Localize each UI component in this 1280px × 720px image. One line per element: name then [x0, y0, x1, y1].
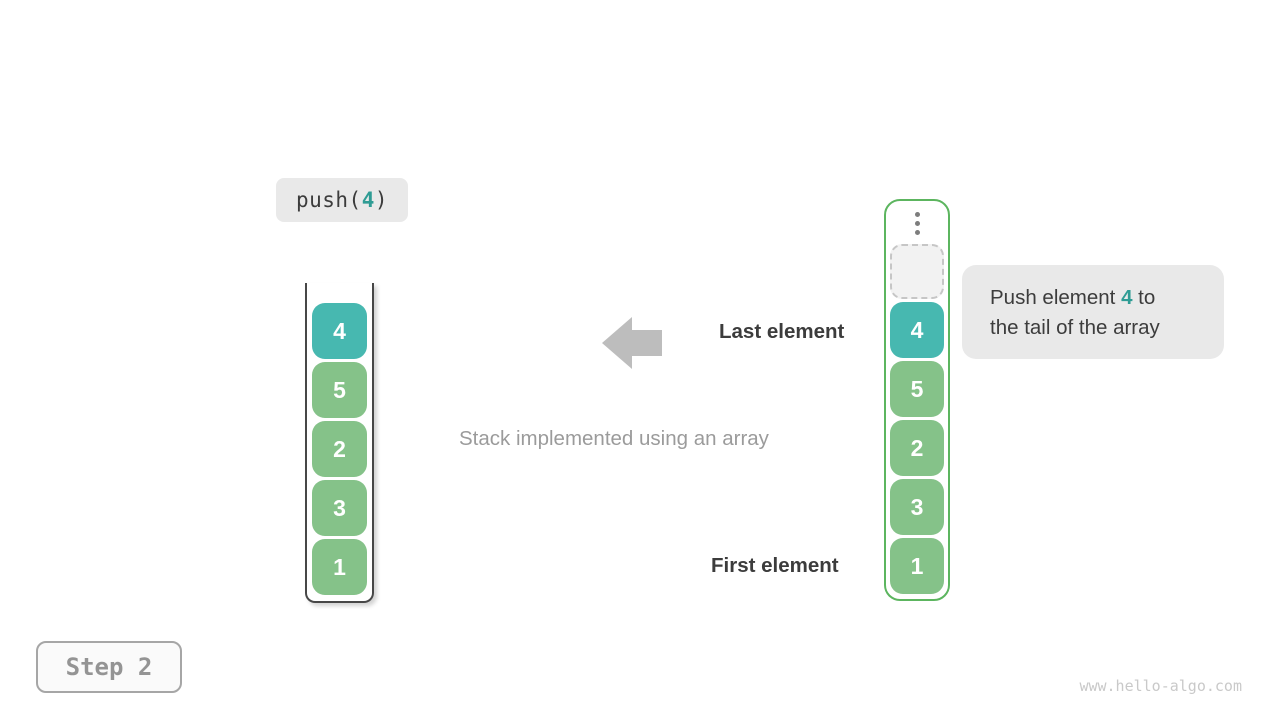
array-cell: 2	[890, 420, 944, 476]
array-cell: 4	[890, 302, 944, 358]
stack-cell: 5	[312, 362, 367, 418]
arrow-left-icon	[602, 317, 662, 369]
stack-cell: 2	[312, 421, 367, 477]
operation-prefix: push(	[295, 188, 362, 212]
step-badge-label: Step 2	[65, 653, 153, 681]
stack-cell: 1	[312, 539, 367, 595]
watermark: www.hello-algo.com	[1079, 677, 1242, 695]
empty-array-slot	[890, 244, 944, 299]
vertical-ellipsis-icon	[914, 212, 920, 235]
array-cell: 1	[890, 538, 944, 594]
ellipsis-dot	[914, 212, 920, 217]
stack-cell: 4	[312, 303, 367, 359]
callout-value: 4	[1121, 286, 1133, 309]
operation-suffix: )	[374, 188, 389, 212]
operation-label: push(4)	[276, 178, 408, 222]
annotation-callout: Push element 4 to the tail of the array	[962, 265, 1224, 359]
diagram-caption: Stack implemented using an array	[459, 427, 769, 450]
callout-line2: the tail of the array	[990, 315, 1160, 339]
array-cell: 5	[890, 361, 944, 417]
stack-cell: 3	[312, 480, 367, 536]
ellipsis-dot	[914, 230, 920, 235]
array-cell: 3	[890, 479, 944, 535]
callout-line1-suffix: to	[1132, 286, 1156, 309]
last-element-label: Last element	[719, 320, 845, 343]
callout-line1-prefix: Push element	[990, 286, 1122, 309]
first-element-label: First element	[711, 554, 839, 577]
array-container: 4 5 2 3 1	[884, 199, 950, 601]
ellipsis-dot	[914, 221, 920, 226]
operation-pushed-value: 4	[361, 188, 375, 212]
step-badge: Step 2	[36, 641, 182, 693]
stack-container: 4 5 2 3 1	[305, 283, 374, 603]
